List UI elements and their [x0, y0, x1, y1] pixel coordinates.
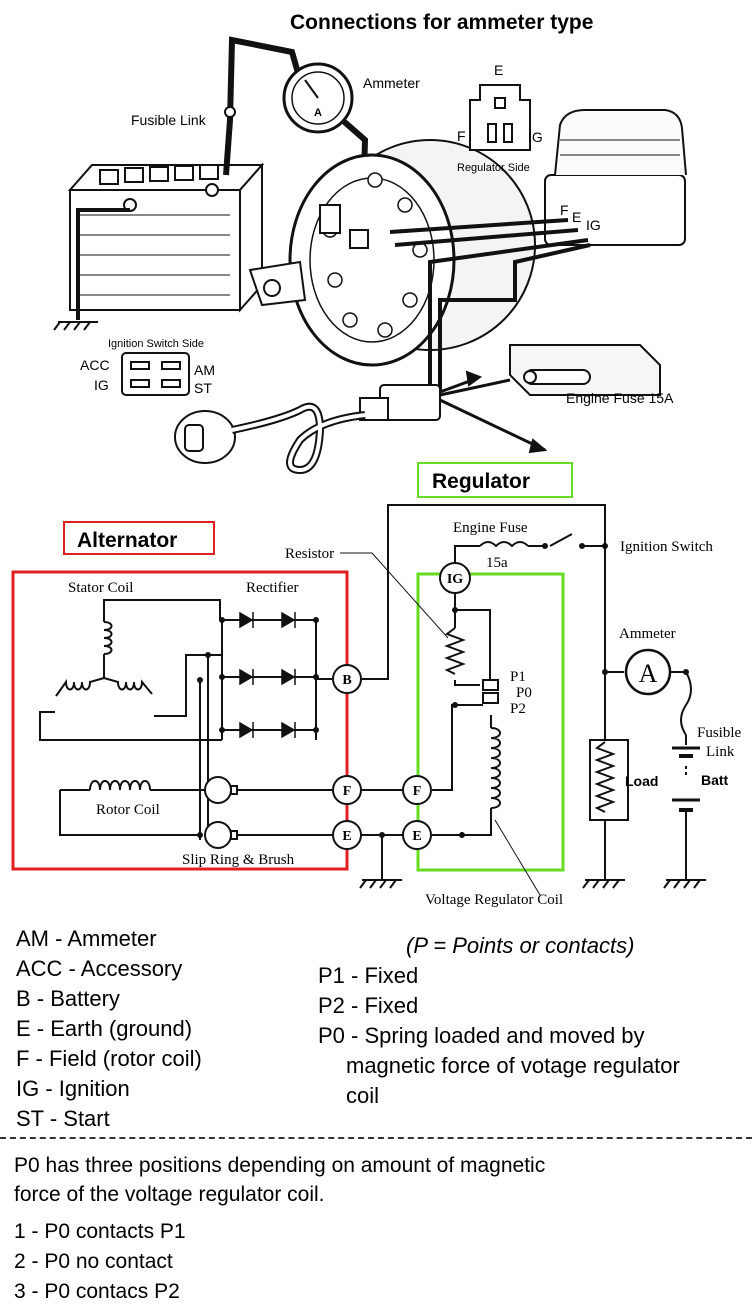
ignition-switch-label: Ignition Switch	[620, 539, 713, 555]
reg-term-e: E	[572, 209, 581, 225]
note-position-3: 3 - P0 contacs P2	[14, 1280, 180, 1303]
wiring-diagram: Connections for ammeter type Fusible Lin…	[11, 11, 742, 908]
batt-label: Batt	[701, 772, 729, 788]
pin-am: AM	[194, 362, 215, 378]
note-line1: P0 has three positions depending on amou…	[14, 1154, 546, 1177]
ammeter-symbol-letter: A	[639, 659, 658, 688]
fusible-link-line2: Link	[706, 744, 735, 760]
load-label: Load	[625, 773, 658, 789]
p1-label: P1	[510, 669, 526, 685]
ammeter-label: Ammeter	[363, 75, 420, 91]
pin-st: ST	[194, 380, 212, 396]
ammeter-schematic-label: Ammeter	[619, 626, 676, 642]
alternator-title: Alternator	[77, 529, 177, 552]
rectifier-diodes	[239, 611, 296, 739]
resistor-label: Resistor	[285, 546, 334, 562]
legend-am: AM - Ammeter	[16, 926, 157, 951]
note-line2: force of the voltage regulator coil.	[14, 1183, 325, 1206]
harness-connector	[359, 370, 548, 454]
p0-label: P0	[516, 685, 532, 701]
reg-term-ig: IG	[586, 217, 601, 233]
ignition-switch-plug	[121, 352, 190, 396]
note-position-1: 1 - P0 contacts P1	[14, 1220, 186, 1243]
ground-symbol	[53, 321, 98, 331]
legend-e: E - Earth (ground)	[16, 1016, 193, 1041]
regulator-title: Regulator	[432, 470, 530, 493]
voltage-regulator-coil-label: Voltage Regulator Coil	[425, 892, 563, 908]
slip-rings	[204, 776, 238, 849]
legend-ig: IG - Ignition	[16, 1076, 130, 1101]
legend-acc: ACC - Accessory	[16, 956, 183, 981]
reg-plug-caption: Regulator Side	[457, 162, 530, 174]
schematic-grounds	[359, 879, 706, 889]
regulator-illustration	[544, 109, 687, 246]
p2-label: P2	[510, 701, 526, 717]
reg-plug-e: E	[494, 62, 503, 78]
alternator-title-box	[63, 521, 215, 555]
reg-term-f-node: F	[413, 784, 422, 799]
stator-coil-label: Stator Coil	[68, 580, 133, 596]
battery-illustration	[67, 162, 265, 313]
regulator-harness-wires	[389, 218, 591, 390]
regulator-box	[416, 572, 565, 872]
top-title: Connections for ammeter type	[290, 11, 593, 34]
regulator-plug	[469, 84, 531, 151]
schematic-wiring	[39, 504, 700, 880]
reg-term-ig-node: IG	[447, 572, 463, 587]
alt-term-b: B	[342, 673, 351, 688]
fusible-link-line1: Fusible	[697, 725, 742, 741]
pin-acc: ACC	[80, 357, 110, 373]
legend-p0-cont1: magnetic force of votage regulator	[346, 1053, 680, 1078]
legend-p1: P1 - Fixed	[318, 963, 419, 988]
slip-ring-label: Slip Ring & Brush	[182, 852, 295, 868]
points-heading: (P = Points or contacts)	[406, 933, 635, 958]
legend-p0: P0 - Spring loaded and moved by	[318, 1023, 645, 1048]
legend-st: ST - Start	[16, 1106, 110, 1131]
ammeter-face-letter: A	[314, 107, 322, 119]
battery-ground-wire	[76, 208, 130, 320]
pin-ig: IG	[94, 377, 109, 393]
reg-plug-ig: IG	[528, 129, 543, 145]
fuse-rating-label: 15a	[486, 555, 508, 571]
note-position-2: 2 - P0 no contact	[14, 1250, 173, 1273]
rectifier-label: Rectifier	[246, 580, 298, 596]
reg-plug-f: F	[457, 128, 466, 144]
ammeter-symbol: A	[624, 648, 672, 696]
leader-lines	[340, 552, 541, 896]
dashed-divider	[0, 1137, 752, 1139]
legend-p0-cont2: coil	[346, 1083, 380, 1108]
reg-term-f: F	[560, 202, 569, 218]
alt-term-f: F	[343, 784, 352, 799]
rotor-coil-label: Rotor Coil	[96, 802, 160, 818]
regulator-title-box	[417, 462, 573, 498]
legend-b: B - Battery	[16, 986, 120, 1011]
reg-term-e-node: E	[412, 829, 421, 844]
alternator-box	[11, 570, 349, 871]
fusible-link-label: Fusible Link	[131, 112, 207, 128]
engine-fuse-label: Engine Fuse 15A	[566, 390, 674, 406]
ignition-switch-illustration	[174, 402, 366, 475]
ammeter-gauge: A	[282, 62, 354, 134]
engine-fuse-holder	[509, 344, 661, 396]
alt-term-e: E	[342, 829, 351, 844]
legend-p2: P2 - Fixed	[318, 993, 419, 1018]
ignition-switch-side-label: Ignition Switch Side	[108, 338, 204, 350]
alternator-illustration	[248, 139, 536, 367]
engine-fuse-schematic-label: Engine Fuse	[453, 520, 528, 536]
legend-f: F - Field (rotor coil)	[16, 1046, 202, 1071]
terminal-circles	[332, 562, 471, 850]
